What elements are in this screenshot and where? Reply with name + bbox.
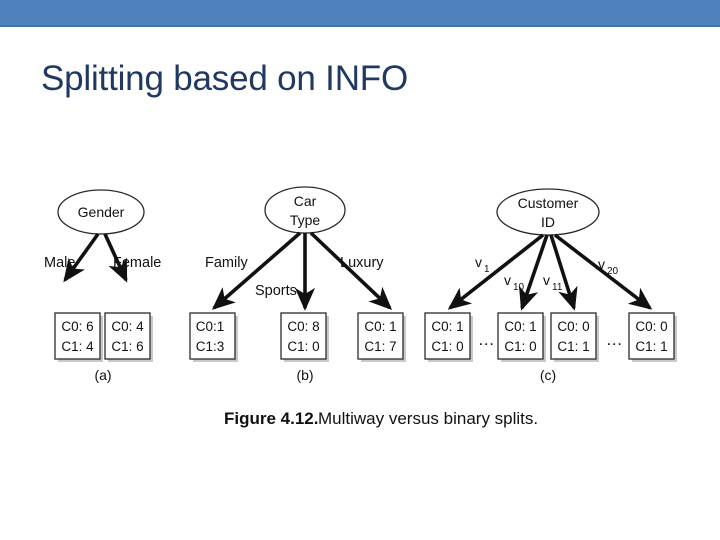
panel-c-leaf-2-line2: C1: 0 xyxy=(504,339,536,354)
panel-b-root-label-line2: Type xyxy=(290,212,321,228)
panel-c-edge-2 xyxy=(518,234,549,311)
panel-a-root-ellipse xyxy=(57,189,145,235)
panel-c-leaf-4-line2: C1: 1 xyxy=(635,339,667,354)
figure-caption: Figure 4.12. Multiway versus binary spli… xyxy=(224,409,538,428)
panel-a-edge-label-1: Male xyxy=(44,255,75,271)
panel-b-edge-3 xyxy=(309,231,393,310)
panel-c-root-label-line2: ID xyxy=(541,214,555,230)
panel-c-edge-label-1-sub: 1 xyxy=(484,264,490,275)
panel-c-ellipsis-1: … xyxy=(478,330,497,349)
panel-b-leaf-3-line1: C0: 1 xyxy=(364,319,396,334)
panel-c-edge-label-2: v 10 xyxy=(504,272,525,293)
panel-b-leaf-1-line1: C0:1 xyxy=(196,319,225,334)
panel-c-leaf-3-line1: C0: 0 xyxy=(557,319,589,334)
panel-c-edge-label-3-sub: 11 xyxy=(552,282,563,293)
panel-b-leaf-2-line2: C1: 0 xyxy=(287,339,319,354)
figure-image: Gender Male Female C0: 6 C1: 4 C0: 4 C1:… xyxy=(38,168,686,438)
panel-a: Gender Male Female C0: 6 C1: 4 C0: 4 C1:… xyxy=(44,189,161,383)
panel-c-edge-label-2-text: v xyxy=(504,272,511,288)
panel-c-edge-label-1-text: v xyxy=(475,254,482,270)
panel-a-leaf-1-line1: C0: 6 xyxy=(61,319,93,334)
panel-c-leaf-3-line2: C1: 1 xyxy=(557,339,589,354)
page-title: Splitting based on INFO xyxy=(41,59,408,98)
panel-c-edge-label-1: v 1 xyxy=(475,254,490,275)
panel-b-edge-1 xyxy=(211,231,302,310)
top-banner xyxy=(0,0,720,27)
panel-c-leaf-1-line2: C1: 0 xyxy=(431,339,463,354)
panel-c-leaf-1-line1: C0: 1 xyxy=(431,319,463,334)
panel-c-edge-label-2-sub: 10 xyxy=(513,282,525,293)
panel-c-edge-label-4-text: v xyxy=(598,256,605,272)
panel-c-edge-4 xyxy=(553,233,653,310)
panel-b-edge-label-3: Luxury xyxy=(340,255,384,271)
panel-a-leaf-1-box xyxy=(54,312,101,360)
panel-c-caption-letter: (c) xyxy=(540,367,556,383)
panel-a-root-label: Gender xyxy=(78,204,125,220)
panel-a-leaf-1-line2: C1: 4 xyxy=(61,339,94,354)
panel-b-caption-letter: (b) xyxy=(296,367,313,383)
panel-a-leaf-2-line1: C0: 4 xyxy=(111,319,144,334)
panel-c-edge-1 xyxy=(447,233,545,310)
panel-b-leaf-3-line2: C1: 7 xyxy=(364,339,396,354)
figure-caption-number: Figure 4.12. xyxy=(224,409,318,428)
panel-b-edge-label-2: Sports xyxy=(255,283,297,299)
panel-c: Customer ID v 1 v 10 v 11 xyxy=(424,188,677,383)
panel-b-leaf-3-box xyxy=(357,312,404,360)
panel-c-edge-3 xyxy=(549,234,578,311)
panel-b-root-label-line1: Car xyxy=(294,193,317,209)
panel-b-leaf-2-box xyxy=(280,312,327,360)
panel-c-leaf-1-box xyxy=(424,312,471,360)
panel-b: Car Type Family Sports Luxury C0:1 C1:3 … xyxy=(189,186,406,383)
panel-c-edge-label-4-sub: 20 xyxy=(607,266,619,277)
panel-c-edge-label-3-text: v xyxy=(543,272,550,288)
decision-tree-figure: Gender Male Female C0: 6 C1: 4 C0: 4 C1:… xyxy=(44,186,677,428)
panel-c-edge-label-3: v 11 xyxy=(543,272,563,293)
panel-b-edge-label-1: Family xyxy=(205,255,248,271)
panel-c-leaf-4-line1: C0: 0 xyxy=(635,319,667,334)
panel-a-edge-label-2: Female xyxy=(113,255,161,271)
panel-c-root-ellipse xyxy=(496,188,600,236)
panel-c-leaf-3-box xyxy=(550,312,597,360)
panel-c-leaf-2-box xyxy=(497,312,544,360)
panel-c-leaf-4-box xyxy=(628,312,675,360)
panel-a-edge-2 xyxy=(103,233,128,283)
panel-c-leaf-2-line1: C0: 1 xyxy=(504,319,536,334)
figure-caption-text: Multiway versus binary splits. xyxy=(318,409,538,428)
panel-c-root-label-line1: Customer xyxy=(518,195,579,211)
panel-b-leaf-1-box xyxy=(189,312,236,360)
panel-b-leaf-1-line2: C1:3 xyxy=(196,339,225,354)
panel-a-caption-letter: (a) xyxy=(94,367,111,383)
panel-a-edge-1 xyxy=(63,232,100,283)
panel-c-ellipsis-2: … xyxy=(606,330,625,349)
panel-a-leaf-2-box xyxy=(104,312,151,360)
panel-c-edge-label-4: v 20 xyxy=(598,256,619,277)
panel-a-leaf-2-line2: C1: 6 xyxy=(111,339,143,354)
panel-b-leaf-2-line1: C0: 8 xyxy=(287,319,319,334)
